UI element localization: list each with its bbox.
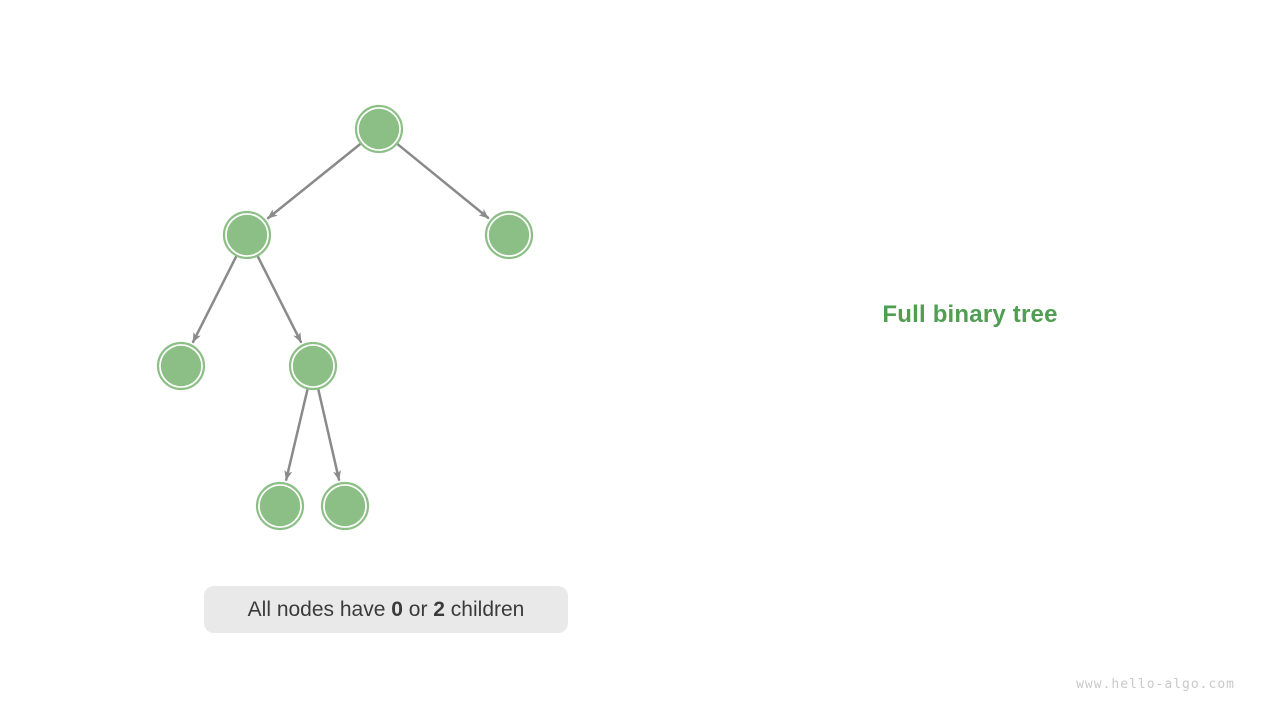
tree-node-left [222,210,272,260]
watermark-text: www.hello-algo.com [1076,677,1235,692]
caption-box: All nodes have 0 or 2 children [204,586,568,633]
tree-node-right [484,210,534,260]
tree-edge-left-to-left-left [191,255,238,344]
tree-node-core [324,485,366,527]
tree-node-root [354,104,404,154]
tree-node-core [488,214,530,256]
tree-node-left-left [156,341,206,391]
caption-number: 2 [433,597,445,621]
caption-fragment: All nodes have [247,597,392,621]
tree-node-left-right [288,341,338,391]
diagram-title: Full binary tree [882,301,1058,328]
caption-text: All nodes have 0 or 2 children [248,598,525,622]
tree-node-core [160,345,202,387]
tree-node-ll-child-1 [255,481,305,531]
tree-edge-left-to-left-right [256,255,303,344]
caption-fragment: children [444,597,525,621]
tree-node-ll-child-2 [320,481,370,531]
caption-number: 0 [391,597,403,621]
tree-node-core [292,345,334,387]
caption-fragment: or [402,597,434,621]
tree-node-core [226,214,268,256]
tree-node-core [259,485,301,527]
tree-edge-root-to-right [396,142,490,220]
tree-edge-left-right-to-ll-child-2 [317,388,341,481]
tree-edge-left-right-to-ll-child-1 [284,388,309,481]
tree-edge-root-to-left [266,142,362,220]
tree-node-core [358,108,400,150]
